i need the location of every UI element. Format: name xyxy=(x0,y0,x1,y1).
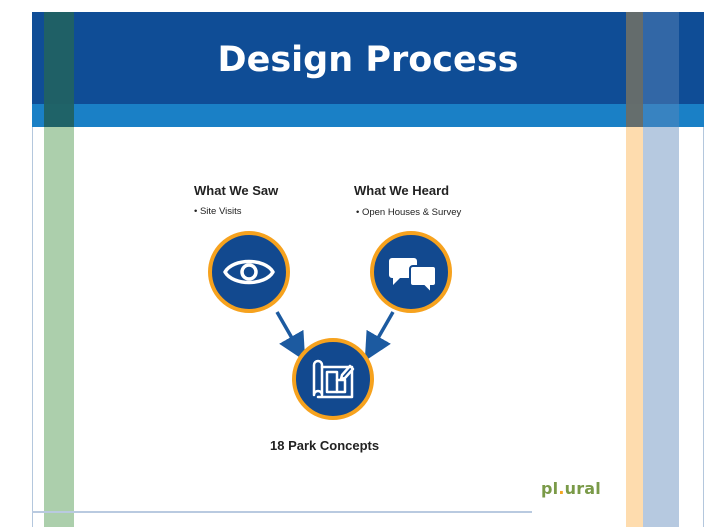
frame-right-line xyxy=(703,127,704,527)
overlay-bar-blue xyxy=(643,12,679,527)
header-band xyxy=(32,12,704,104)
arrow-heard-to-concepts xyxy=(364,311,395,362)
blueprint-icon xyxy=(312,359,355,399)
logo-dot: . xyxy=(558,479,565,498)
eye-circle xyxy=(208,231,290,313)
overlay-bar-gray-top xyxy=(626,12,643,127)
plural-logo: pl.ural xyxy=(541,479,601,498)
blueprint-circle xyxy=(292,338,374,420)
what-we-heard-heading: What We Heard xyxy=(354,183,450,198)
park-concepts-label: 18 Park Concepts xyxy=(270,438,380,453)
logo-text-part2: ural xyxy=(564,479,601,498)
arrow-saw-to-concepts xyxy=(275,311,306,362)
slide-title: Design Process xyxy=(217,40,519,80)
footer-line xyxy=(32,511,532,513)
what-we-heard-bullet: • Open Houses & Survey xyxy=(356,207,462,218)
header-sub-band xyxy=(32,104,704,127)
frame-left-line xyxy=(32,127,33,527)
what-we-saw-bullet: • Site Visits xyxy=(194,206,242,217)
what-we-saw-heading: What We Saw xyxy=(194,183,279,198)
speech-circle xyxy=(370,231,452,313)
logo-text-part1: pl xyxy=(541,479,559,498)
eye-icon xyxy=(223,259,275,285)
overlay-bar-green-top xyxy=(44,12,74,127)
speech-bubbles-icon xyxy=(389,258,437,296)
overlay-bar-orange xyxy=(626,12,643,527)
